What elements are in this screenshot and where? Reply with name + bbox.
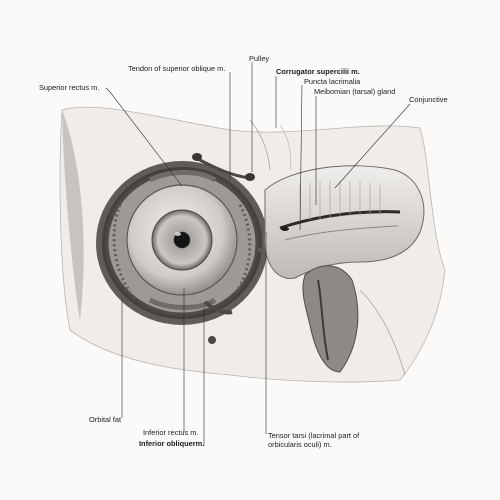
superior-oblique-tendon <box>192 153 255 181</box>
label-tendon-superior-oblique: Tendon of superior oblique m. <box>128 64 226 73</box>
label-orbital-fat: Orbital fat <box>89 415 122 424</box>
everted-eyelid <box>264 165 425 279</box>
label-conjunctive: Conjunctive <box>409 95 448 104</box>
label-corrugator-supercilii: Corrugator supercilii m. <box>276 67 360 76</box>
label-tensor-tarsi-line1: Tensor tarsi (lacrimal part of <box>268 431 360 440</box>
vessels <box>208 247 263 344</box>
eyeball <box>126 184 238 296</box>
label-tensor-tarsi-line2: orbicularis oculi) m. <box>268 440 332 449</box>
extraocular-muscles <box>148 170 233 315</box>
leader-puncta <box>299 84 303 231</box>
leader-conjunctive <box>334 103 411 189</box>
label-inferior-rectus: Inferior rectus m. <box>143 428 199 437</box>
label-puncta-lacrimalia: Puncta lacrimalia <box>304 77 361 86</box>
label-meibomian-gland: Meibomian (tarsal) gland <box>314 87 396 96</box>
lacrimal-region <box>302 265 406 376</box>
label-inferior-oblique: Inferior obliquerm. <box>139 439 205 448</box>
leader-superior-rectus <box>105 87 183 187</box>
label-superior-rectus: Superior rectus m. <box>39 83 100 92</box>
label-pulley: Pulley <box>249 54 270 63</box>
leader-lines <box>105 62 411 446</box>
